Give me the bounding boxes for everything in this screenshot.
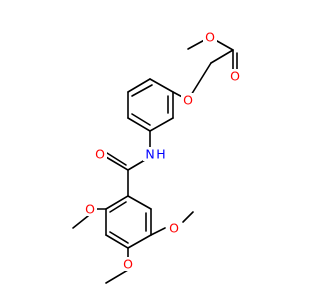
ring-a-bond-5 [149, 117, 174, 132]
atom-n-amide: N [145, 147, 154, 162]
atom-o-methoxy-bottom: O [123, 257, 133, 272]
atom-o-ether: O [183, 93, 193, 108]
atom-o-methoxy-left: O [85, 202, 95, 217]
ring-b-bond-6 [127, 195, 152, 210]
bond-ring-b-o-right [150, 227, 166, 236]
ring-a-double-1 [131, 84, 153, 97]
bond-ester-c-ch2 [210, 49, 234, 64]
bond-o-left-methyl [72, 215, 89, 229]
ring-b-bond-1 [105, 195, 129, 210]
ring-b-bond-3 [105, 234, 129, 249]
ring-b-double-1 [109, 201, 127, 213]
atom-o-carbonyl-ester: O [230, 69, 240, 84]
ring-a-bond-4 [127, 117, 151, 132]
structure-canvas: O O O N H O O O O [72, 30, 241, 284]
atom-label-layer: O O O N H O O O O [83, 30, 241, 272]
ring-a-bond-1 [149, 78, 174, 93]
bond-layer [72, 36, 238, 284]
bond-o-bottom-methyl [105, 269, 129, 284]
atom-o-ester-methoxy: O [205, 30, 215, 45]
ring-b-bond-4 [127, 234, 152, 249]
ring-a-double-2 [131, 113, 151, 126]
bond-amide-c-o-double-b [106, 152, 127, 166]
ring-a-bond-2 [127, 78, 151, 93]
atom-o-carbonyl-amide: O [95, 147, 105, 162]
bond-o-right-methyl [182, 211, 194, 223]
bond-amide-c-o-double-a [105, 156, 129, 171]
atom-h-amide: H [156, 147, 165, 162]
ring-b-double-2 [109, 231, 129, 244]
molecule-structure-diagram: O O O N H O O O O [72, 30, 241, 284]
atom-o-methoxy-right: O [169, 221, 179, 236]
